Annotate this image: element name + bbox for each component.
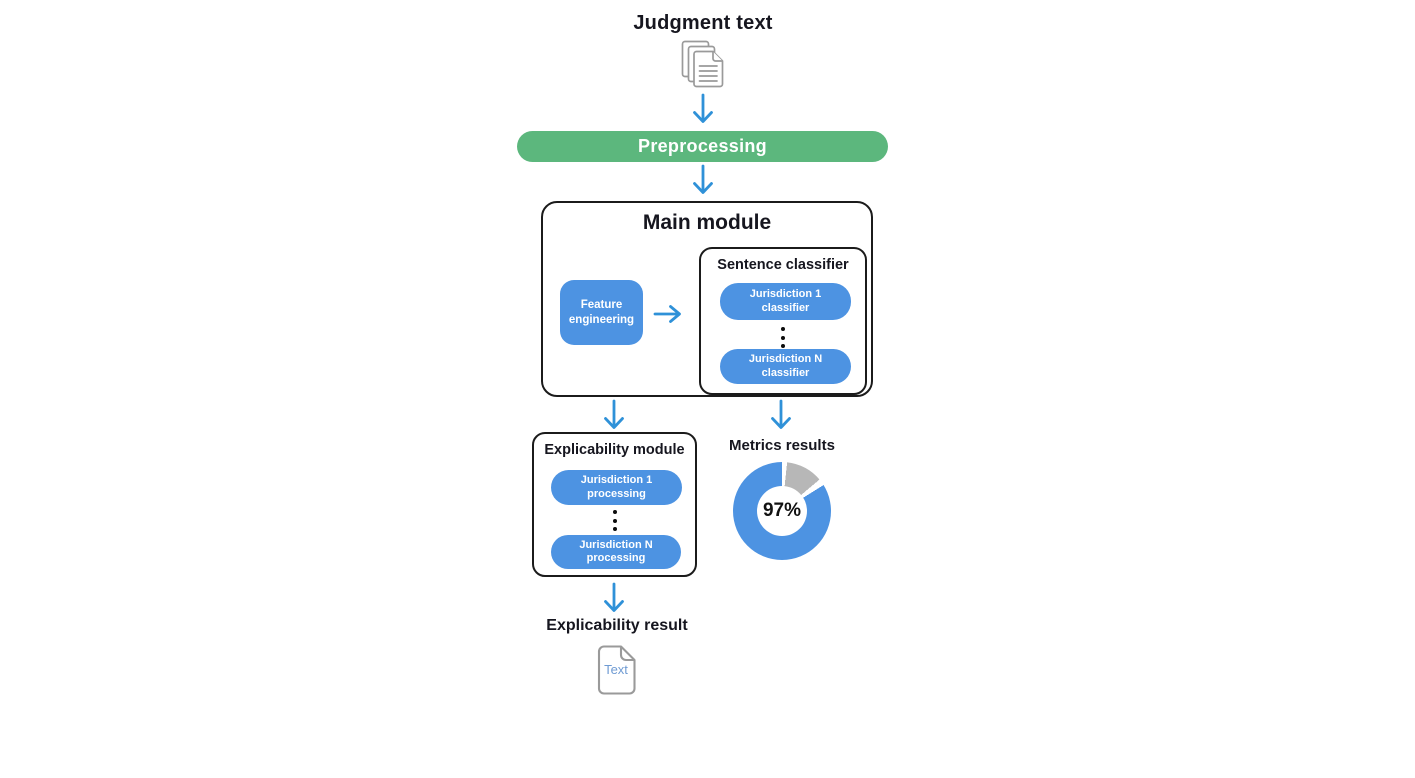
sentence-classifier-title: Sentence classifier (717, 257, 849, 273)
vertical-ellipsis-icon (701, 327, 865, 348)
arrow-down-icon (692, 93, 714, 125)
metrics-value: 97% (757, 486, 807, 536)
documents-stack-icon (681, 40, 725, 88)
node-line2: classifier (761, 301, 810, 314)
judgment-text-title: Judgment text (633, 12, 773, 34)
arrow-right-icon (653, 304, 685, 324)
node-line2: processing (586, 552, 646, 564)
vertical-ellipsis-icon (534, 510, 695, 531)
node-line1: Jurisdiction N (579, 538, 653, 551)
preprocessing-stage: Preprocessing (517, 131, 888, 162)
metrics-results-title: Metrics results (729, 437, 835, 454)
main-module-title: Main module (642, 211, 772, 234)
document-text-label: Text (604, 662, 628, 677)
explicability-module-box: Explicability module Jurisdiction 1 proc… (532, 432, 697, 577)
jurisdiction-n-processing-node: Jurisdiction N processing (551, 535, 681, 569)
jurisdiction-n-classifier-node: Jurisdiction N classifier (720, 349, 851, 384)
node-line1: Jurisdiction 1 (749, 288, 822, 300)
node-line1: Jurisdiction N (748, 353, 823, 365)
main-module-box: Main module Feature engineering Sentence… (541, 201, 873, 397)
explicability-result-title: Explicability result (546, 617, 688, 634)
arrow-down-icon (603, 582, 625, 614)
metrics-donut-chart: 97% (733, 462, 831, 560)
feature-engineering-line2: engineering (568, 313, 635, 326)
feature-engineering-node: Feature engineering (560, 280, 643, 345)
text-document-icon: Text (596, 645, 636, 695)
arrow-down-icon (692, 164, 714, 196)
jurisdiction-1-classifier-node: Jurisdiction 1 classifier (720, 283, 851, 320)
node-line1: Jurisdiction 1 (580, 474, 653, 486)
jurisdiction-1-processing-node: Jurisdiction 1 processing (551, 470, 682, 505)
explicability-module-title: Explicability module (544, 442, 685, 458)
feature-engineering-line1: Feature (580, 298, 623, 311)
arrow-down-icon (770, 399, 792, 431)
arrow-down-icon (603, 399, 625, 431)
preprocessing-label: Preprocessing (638, 136, 767, 156)
node-line2: processing (587, 487, 646, 500)
sentence-classifier-box: Sentence classifier Jurisdiction 1 class… (699, 247, 867, 395)
node-line2: classifier (761, 366, 810, 379)
